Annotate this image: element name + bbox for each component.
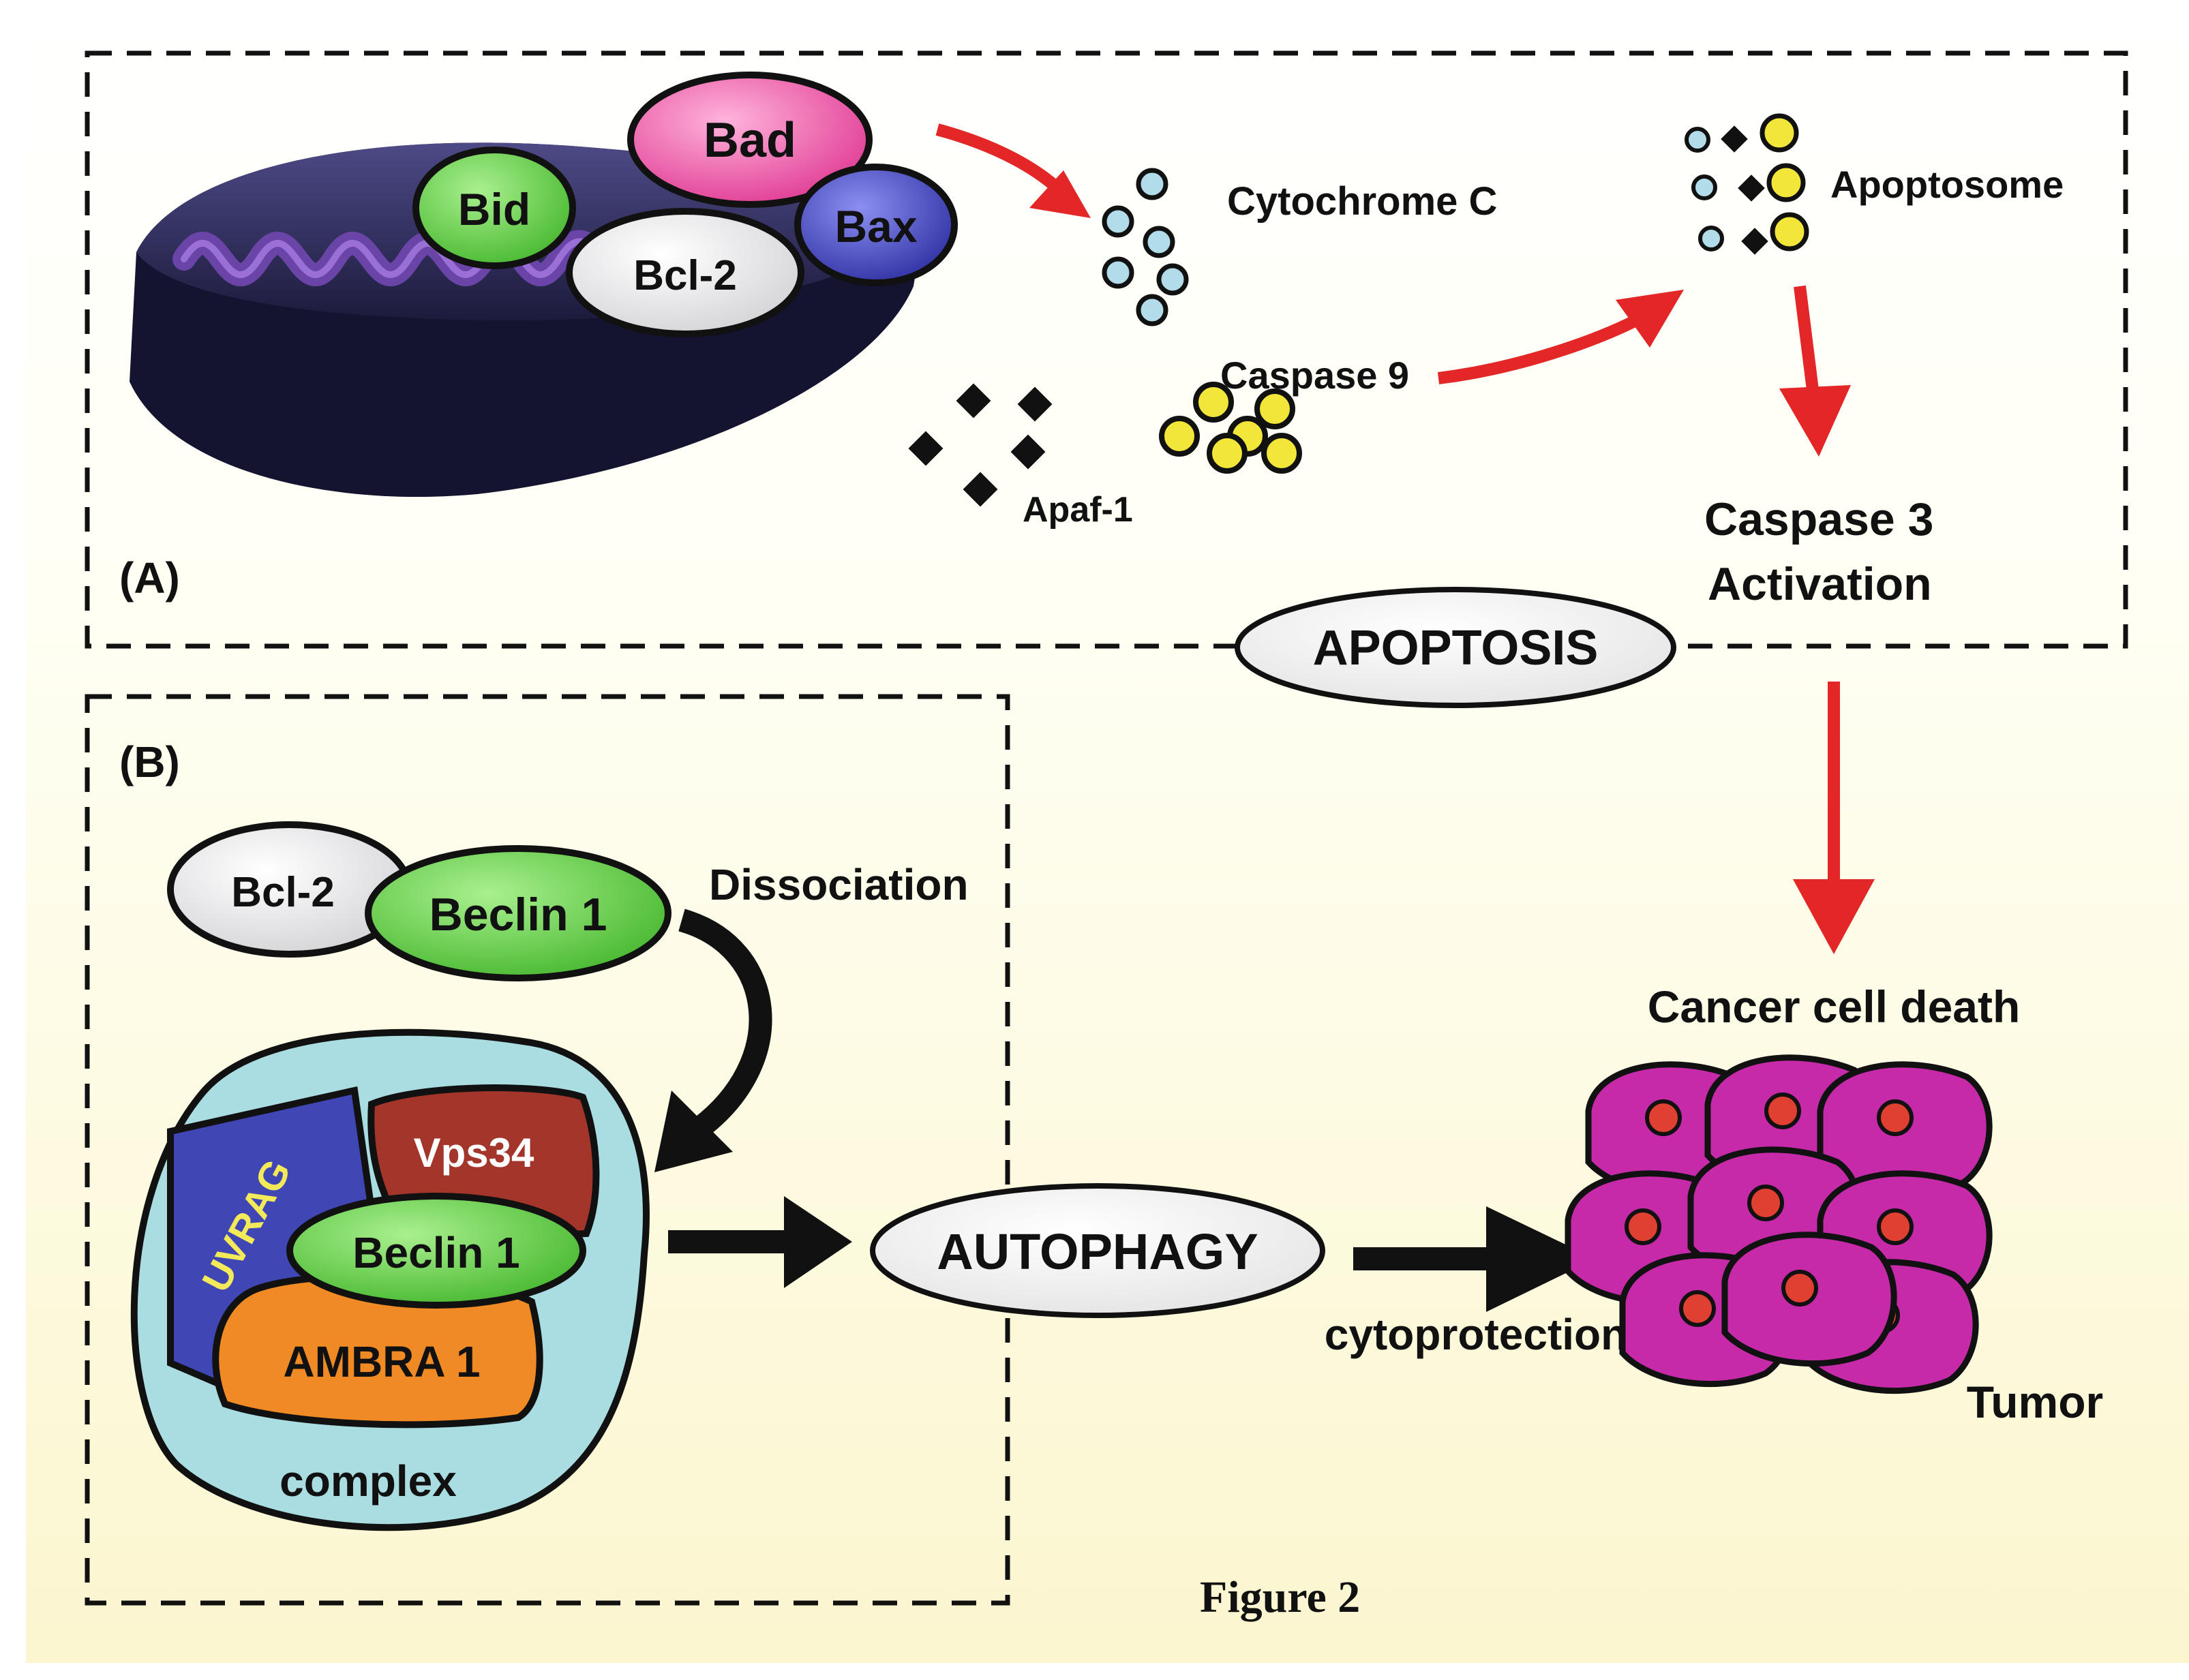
beclin1-complex-label: Beclin 1: [352, 1228, 519, 1277]
ambra1-label: AMBRA 1: [283, 1337, 480, 1386]
svg-text:Bid: Bid: [458, 184, 530, 234]
panel-a-label: (A): [119, 553, 180, 602]
svg-text:Beclin 1: Beclin 1: [429, 889, 607, 941]
beclin1-free-protein: Beclin 1: [365, 845, 671, 981]
tumor-cell-nucleus: [1625, 1208, 1661, 1245]
svg-text:AUTOPHAGY: AUTOPHAGY: [937, 1223, 1258, 1280]
figure-caption: Figure 2: [1200, 1572, 1360, 1622]
apaf1-cluster: [908, 383, 1053, 507]
svg-text:Bcl-2: Bcl-2: [231, 869, 335, 916]
vps34-label: Vps34: [414, 1130, 534, 1176]
panel-a-frame: [85, 50, 2128, 649]
bad-protein: Bad: [627, 72, 873, 208]
red-arrow-release: [935, 123, 1091, 218]
apaf1-label: Apaf-1: [1023, 490, 1133, 530]
bax-protein: Bax: [794, 164, 958, 286]
autophagy-node: AUTOPHAGY: [870, 1183, 1325, 1318]
tumor-cells-icon: [1565, 1054, 1993, 1394]
cytochrome-c-label: Cytochrome C: [1227, 179, 1497, 224]
tumor-cell-nucleus: [1645, 1099, 1682, 1136]
apoptosome-cluster: [1685, 113, 1809, 255]
caspase3-label-line1: Caspase 3: [1704, 493, 1933, 545]
svg-text:Bad: Bad: [704, 113, 796, 168]
tumor-cell-nucleus: [1764, 1093, 1801, 1129]
apoptosis-node: APOPTOSIS: [1235, 587, 1676, 708]
bcl2-protein-b: Bcl-2: [167, 821, 412, 958]
red-arrow-activation: [1779, 285, 1851, 457]
black-arrow-dissociation: [654, 908, 772, 1172]
dissociation-label: Dissociation: [709, 860, 969, 909]
tumor-label: Tumor: [1967, 1377, 2103, 1427]
caspase3-label-line2: Activation: [1708, 558, 1932, 610]
tumor-cell-nucleus: [1877, 1208, 1914, 1245]
tumor-cell-nucleus: [1747, 1185, 1784, 1221]
cytoprotection-label: cytoprotection: [1325, 1310, 1627, 1359]
cancer-cell-death-label: Cancer cell death: [1648, 981, 2021, 1032]
tumor-cell-nucleus: [1877, 1099, 1914, 1136]
red-arrow-cell-death: [1793, 682, 1875, 954]
svg-text:Bcl-2: Bcl-2: [633, 252, 737, 299]
bid-protein: Bid: [412, 147, 576, 269]
panel-b-label: (B): [119, 737, 180, 786]
tumor-cell-nucleus: [1679, 1290, 1716, 1327]
bcl2-protein: Bcl-2: [566, 208, 804, 337]
red-arrow-assembly: [1437, 290, 1684, 384]
svg-text:APOPTOSIS: APOPTOSIS: [1313, 621, 1599, 675]
black-arrow-to-tumor: [1353, 1206, 1595, 1312]
complex-label: complex: [280, 1456, 457, 1506]
cytochrome-c-cluster: [1102, 168, 1189, 326]
black-arrow-to-autophagy: [668, 1196, 852, 1288]
beclin1-complex-subunit: [286, 1193, 586, 1309]
svg-text:Bax: Bax: [834, 201, 917, 251]
caspase9-label: Caspase 9: [1220, 354, 1409, 397]
beclin-complex: UVRAG Vps34 AMBRA 1 Beclin 1: [130, 1028, 650, 1531]
caspase9-cluster: [1159, 382, 1302, 474]
apoptosome-label: Apoptosome: [1830, 163, 2064, 206]
tumor-cell-nucleus: [1781, 1270, 1818, 1307]
